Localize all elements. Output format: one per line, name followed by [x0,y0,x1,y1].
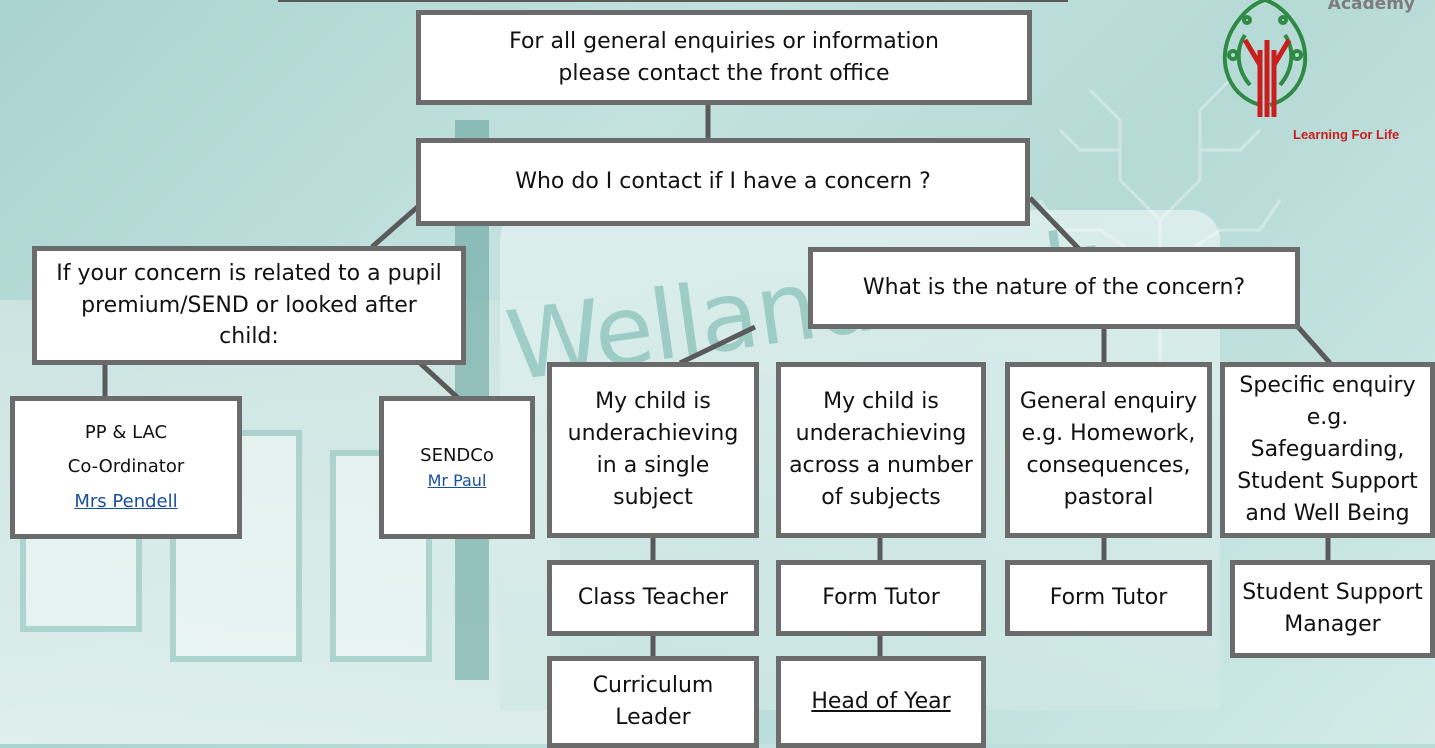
student-support-line-2: Manager [1284,612,1381,637]
connector [1028,196,1082,252]
head-of-year-link[interactable]: Head of Year [811,689,951,715]
specific-enquiry-box: Specific enquiry e.g. Safeguarding, Stud… [1220,362,1435,538]
academy-logo: Academy Learning For Life [1215,0,1435,150]
pp-send-line-1: If your concern is related to a pupil [56,260,442,286]
sendco-contact-link[interactable]: Mr Paul [427,470,487,490]
single-subject-box: My child is underachieving in a single s… [547,362,759,538]
concern-text: Who do I contact if I have a concern ? [515,169,931,195]
form-tutor-box-1: Form Tutor [776,560,986,636]
nature-box: What is the nature of the concern? [808,247,1300,329]
tree-logo-icon [1222,0,1308,117]
specific-line-3: Student Support [1237,468,1418,494]
head-of-year-box: Head of Year [776,656,986,748]
number-subjects-line-2: underachieving [795,421,967,447]
class-teacher-box: Class Teacher [547,560,759,636]
number-subjects-box: My child is underachieving across a numb… [776,362,986,538]
single-subject-line-2: underachieving [567,421,739,447]
single-subject-line-3: in a single [596,453,710,478]
connector [1296,325,1332,365]
curriculum-leader-box: Curriculum Leader [547,656,759,748]
student-support-line-1: Student Support [1242,580,1423,606]
general-enquiry-box: General enquiry e.g. Homework, consequen… [1005,362,1212,538]
general-line-4: pastoral [1063,484,1154,510]
single-subject-line-4: subject [613,484,693,510]
front-office-line-2: please contact the front office [558,60,890,86]
logo-name: Academy [1327,0,1415,14]
logo-tagline: Learning For Life [1293,127,1400,142]
pp-send-box: If your concern is related to a pupil pr… [32,246,466,365]
nature-text: What is the nature of the concern? [862,275,1246,301]
pp-lac-line-1: PP & LAC [84,422,168,444]
form-tutor-text-1: Form Tutor [822,585,940,611]
pp-lac-box: PP & LAC Co-Ordinator Mrs Pendell [10,396,242,539]
number-subjects-line-1: My child is [823,389,939,415]
connector [678,324,757,366]
sendco-box: SENDCo Mr Paul [379,396,535,539]
top-rule [278,0,1068,2]
specific-line-2: e.g. Safeguarding, [1250,405,1405,463]
form-tutor-text-2: Form Tutor [1049,585,1168,611]
number-subjects-line-4: of subjects [821,484,941,510]
form-tutor-box-2: Form Tutor [1005,560,1212,636]
class-teacher-text: Class Teacher [577,585,729,611]
connector [418,361,460,400]
student-support-manager-box: Student Support Manager [1230,560,1435,658]
pp-send-line-3: child: [219,324,279,350]
concern-box: Who do I contact if I have a concern ? [416,138,1030,226]
curriculum-leader-line-2: Leader [615,705,691,730]
general-line-3: consequences, [1026,453,1191,478]
front-office-line-1: For all general enquiries or information [509,28,939,54]
curriculum-leader-line-1: Curriculum [592,673,714,699]
specific-line-1: Specific enquiry [1239,373,1416,399]
general-line-2: e.g. Homework, [1021,421,1196,447]
pp-lac-line-2: Co-Ordinator [67,456,185,478]
pp-send-line-2: premium/SEND or looked after [81,292,417,318]
front-office-box: For all general enquiries or information… [416,10,1032,105]
single-subject-line-1: My child is [595,389,711,415]
specific-line-4: and Well Being [1245,500,1410,526]
pp-lac-contact-link[interactable]: Mrs Pendell [74,490,178,512]
number-subjects-line-3: across a number [789,453,973,478]
sendco-title: SENDCo [420,445,494,467]
general-line-1: General enquiry [1019,389,1198,415]
